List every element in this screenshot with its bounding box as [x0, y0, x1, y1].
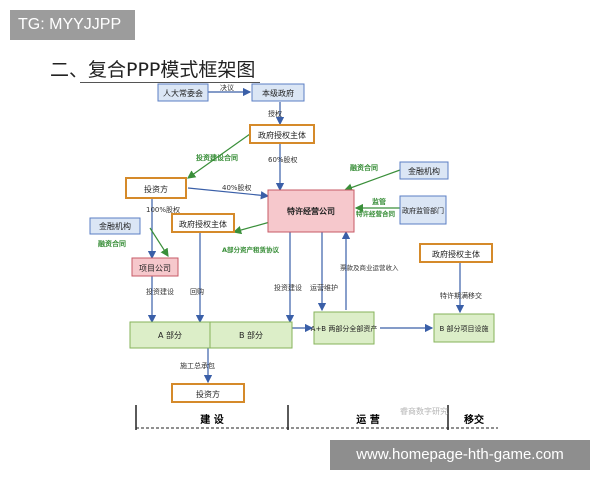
node-supervision-label: 政府监管部门 — [402, 206, 444, 215]
label-authorize: 授权 — [268, 109, 282, 118]
node-local-gov-label: 本级政府 — [262, 88, 294, 98]
node-local-gov — [251, 83, 305, 102]
brand-watermark: 睿商数字研究 — [400, 406, 448, 416]
label-supervise: 监管 — [372, 197, 386, 206]
node-supervision — [399, 195, 447, 225]
label-equity-60: 60%股权 — [268, 155, 298, 164]
node-npc-label: 人大常委会 — [163, 88, 203, 98]
node-investor-label: 投资方 — [144, 184, 168, 194]
node-ab-assets-label: A+B 两部分全部资产 — [311, 324, 378, 333]
label-a-asset-lease: A部分资产租赁协议 — [222, 245, 280, 254]
node-investor-bottom-label: 投资方 — [196, 389, 220, 399]
node-gov-authorized-right — [419, 243, 493, 263]
node-b-facility-label: B 部分项目设施 — [439, 324, 488, 333]
node-project-company — [131, 257, 179, 277]
label-epc: 施工总承包 — [180, 361, 215, 370]
label-franchise-contract: 特许经营合同 — [356, 209, 396, 218]
label-invest-build-left: 投资建设 — [146, 287, 174, 296]
label-invest-build-contract: 投资建设合同 — [196, 153, 238, 162]
node-b-facility — [433, 313, 495, 343]
node-ab-assets — [313, 311, 375, 345]
label-resolution: 决议 — [220, 83, 234, 92]
node-part-a — [129, 321, 211, 349]
node-franchise-company — [267, 189, 355, 233]
phase-timeline: 建 设 运 营 移交 睿商数字研究 — [135, 405, 498, 430]
label-ops-maintain: 运营维护 — [310, 283, 338, 292]
edge-authorize-investor — [187, 133, 251, 179]
node-finance-left-label: 金融机构 — [99, 221, 131, 231]
label-invest-build-mid: 投资建设 — [274, 283, 302, 292]
phase-build: 建 设 — [199, 413, 223, 426]
edge-finance-company — [343, 169, 401, 192]
page-title: 二、复合PPP模式框架图 — [50, 59, 256, 81]
url-watermark: www.homepage-hth-game.com — [330, 440, 590, 470]
label-equity-100: 100%股权 — [146, 205, 180, 214]
node-finance-left — [89, 217, 141, 235]
node-franchise-company-label: 特许经营公司 — [287, 206, 335, 216]
image-tag: TG: MYYJJPP — [10, 10, 135, 40]
label-transfer: 特许期满移交 — [440, 291, 482, 300]
label-buyback: 回购 — [190, 287, 204, 296]
label-finance-contract: 融资合同 — [350, 163, 378, 172]
node-gov-authorized-main-label: 政府授权主体 — [258, 130, 306, 140]
phase-transfer: 移交 — [464, 413, 484, 426]
node-part-b-label: B 部分 — [239, 330, 263, 340]
node-project-company-label: 项目公司 — [139, 264, 171, 273]
node-investor — [125, 177, 187, 199]
label-equity-40: 40%股权 — [222, 183, 252, 192]
phase-ops: 运 营 — [356, 413, 379, 426]
node-gov-authorized-right-label: 政府授权主体 — [432, 249, 480, 259]
node-gov-authorized-mid-label: 政府授权主体 — [179, 219, 227, 229]
node-finance-right — [399, 161, 449, 180]
node-finance-right-label: 金融机构 — [408, 166, 440, 176]
label-rent-revenue: 票款及商业运营收入 — [340, 263, 399, 272]
edge-finance-project — [149, 227, 169, 258]
edge-investor-company — [187, 187, 270, 200]
node-gov-authorized-mid — [171, 213, 235, 233]
node-part-a-label: A 部分 — [158, 330, 182, 340]
node-gov-authorized-main — [249, 124, 315, 144]
label-finance-contract-left: 融资合同 — [98, 239, 126, 248]
edge-lease — [232, 221, 271, 235]
title-underline — [80, 82, 260, 83]
node-npc — [157, 83, 209, 102]
node-part-b — [209, 321, 293, 349]
node-investor-bottom — [171, 383, 245, 403]
